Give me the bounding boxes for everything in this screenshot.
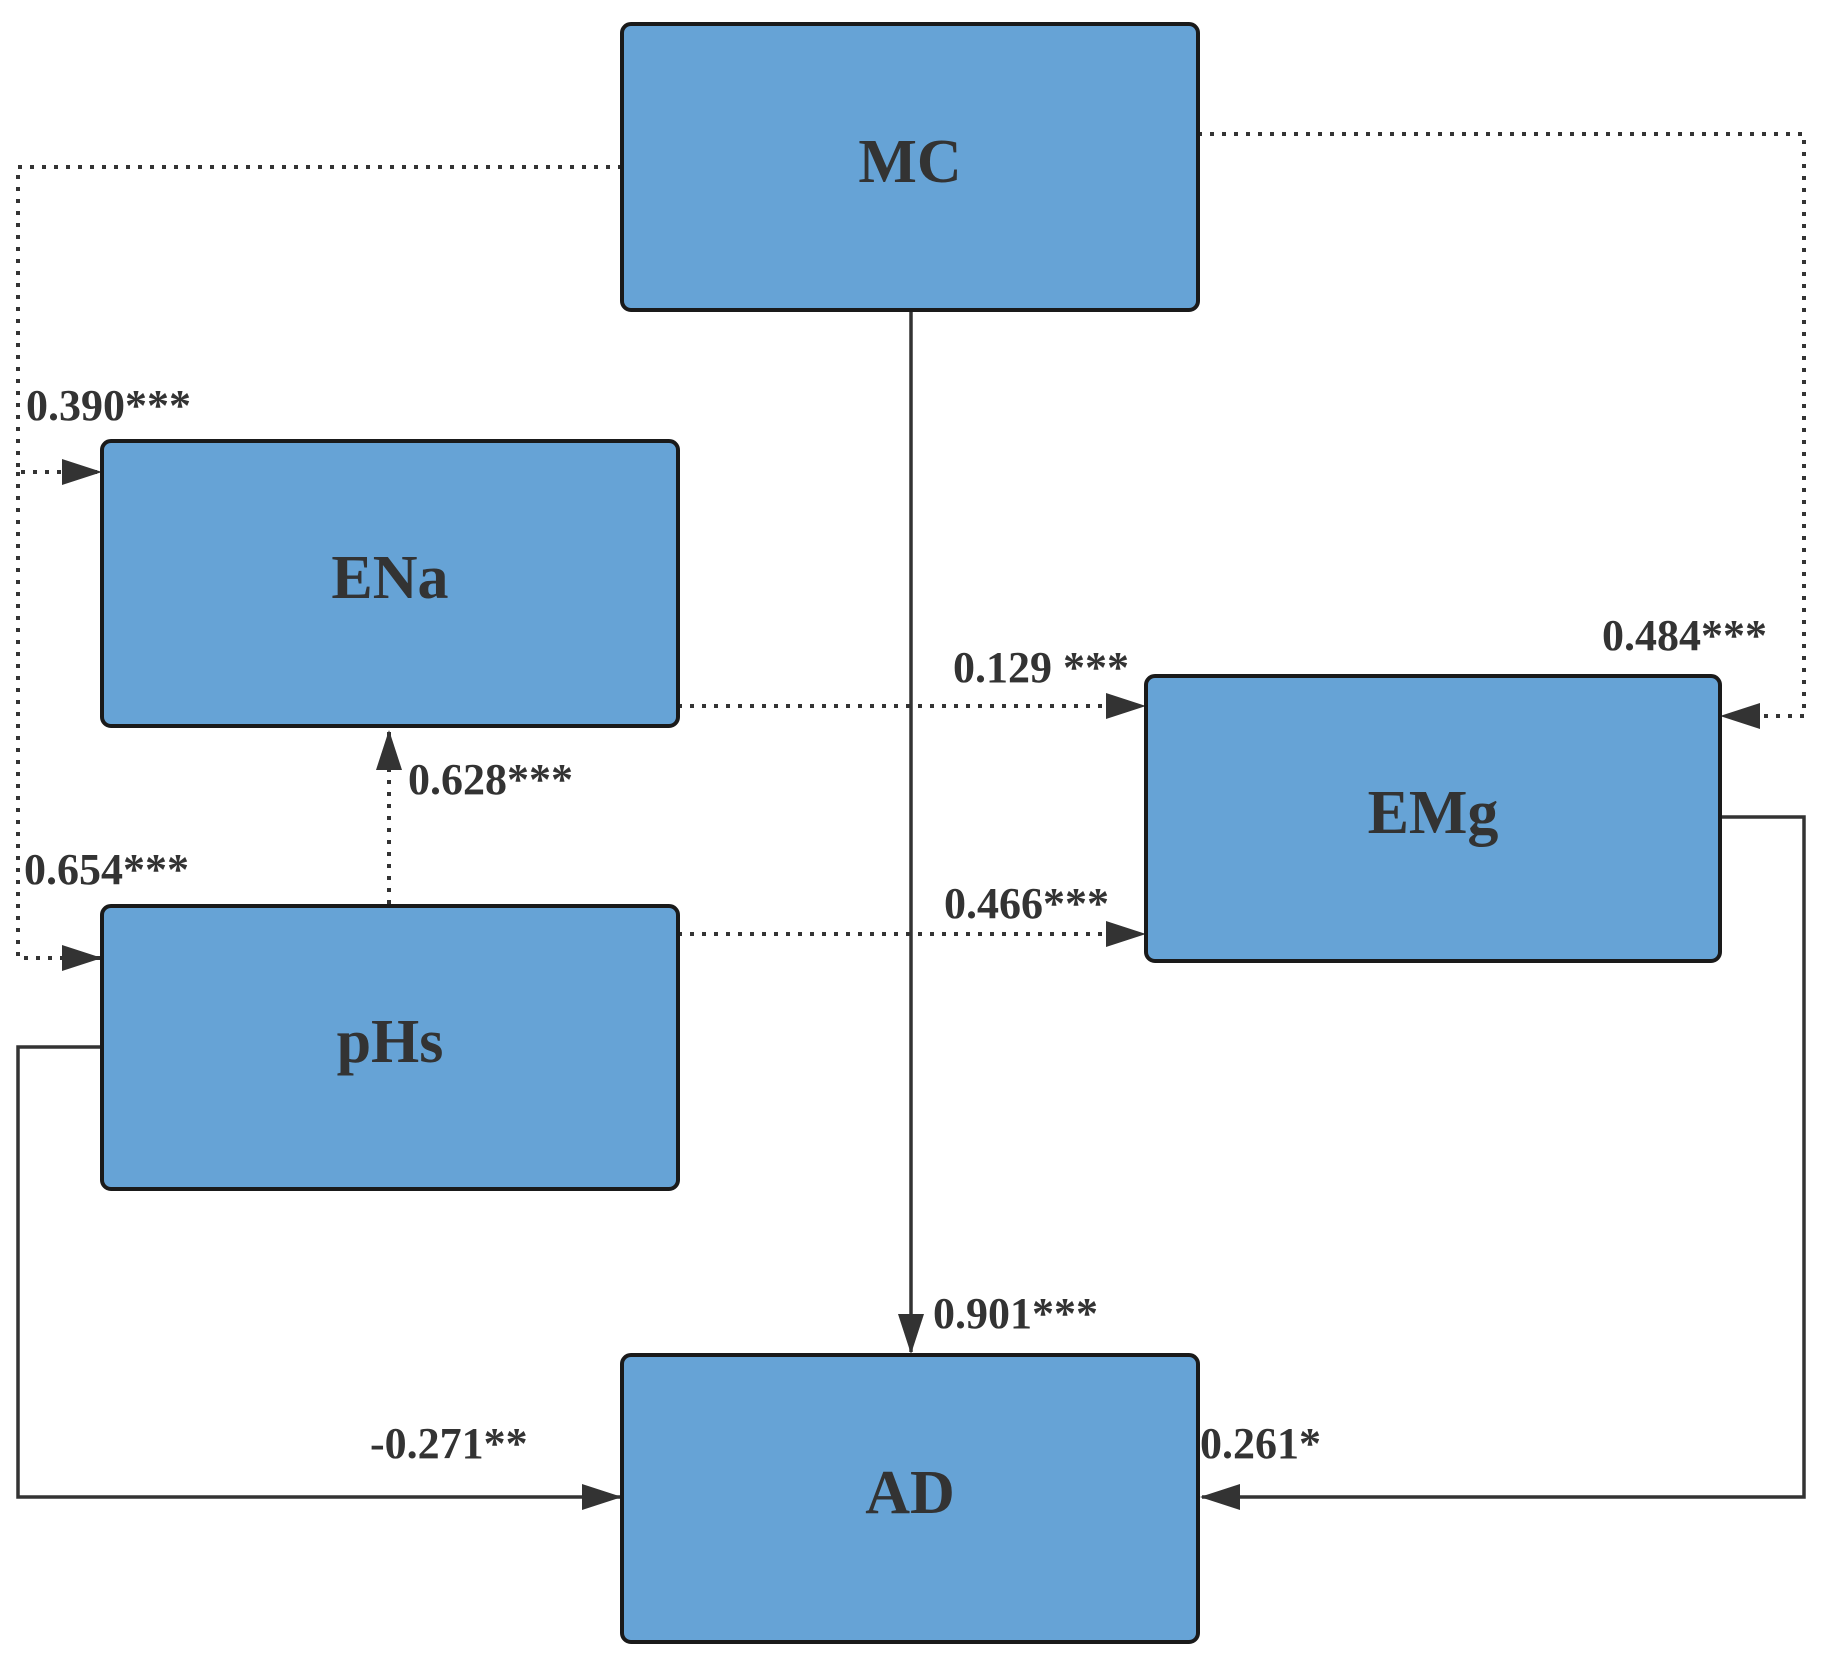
coef-mc-to-phs: 0.654*** — [24, 845, 189, 894]
coef-emg-to-ad: 0.261* — [1200, 1419, 1321, 1468]
node-phs: pHs — [100, 904, 680, 1191]
node-ad: AD — [620, 1353, 1200, 1644]
node-label-ena: ENa — [331, 544, 448, 612]
node-label-emg: EMg — [1368, 779, 1499, 847]
edges — [16, 132, 1806, 1510]
coefficient-labels: 0.390*** 0.654*** 0.484*** 0.628*** 0.12… — [24, 381, 1767, 1468]
edge-emg-to-ad — [1200, 815, 1806, 1510]
node-mc: MC — [620, 22, 1200, 312]
coef-ena-to-emg: 0.129 *** — [953, 643, 1129, 692]
coef-phs-to-ad: -0.271** — [370, 1419, 528, 1468]
node-ena: ENa — [100, 439, 680, 728]
node-emg: EMg — [1144, 674, 1722, 963]
coef-mc-to-ad: 0.901*** — [933, 1289, 1098, 1338]
edge-mc-to-phs — [16, 472, 102, 971]
node-label-phs: pHs — [337, 1008, 444, 1076]
node-label-ad: AD — [865, 1459, 955, 1527]
coef-phs-to-ena: 0.628*** — [408, 755, 573, 804]
edge-mc-to-emg — [1198, 132, 1806, 729]
coef-mc-to-ena: 0.390*** — [26, 381, 191, 430]
coef-phs-to-emg: 0.466*** — [944, 879, 1109, 928]
edge-mc-to-ena — [16, 165, 622, 485]
coef-mc-to-emg: 0.484*** — [1602, 611, 1767, 660]
edge-phs-to-ad — [16, 1045, 622, 1510]
node-label-mc: MC — [858, 128, 961, 196]
